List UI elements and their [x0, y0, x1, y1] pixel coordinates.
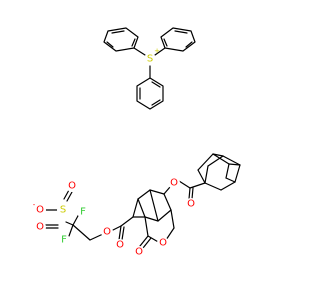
ester1-carbonyl-o: O [114, 239, 126, 251]
ester2-carbonyl-o: O [185, 198, 197, 210]
svg-text:O: O [116, 240, 124, 251]
lactone-carbonyl-o: O [133, 246, 145, 258]
svg-text:O: O [68, 181, 76, 192]
lactone-ring-o: O [157, 237, 169, 249]
ester2-carbonyl-bond-2 [191, 187, 194, 200]
sulfonium-symbol: S [147, 54, 153, 65]
ester2-o: O [168, 177, 180, 189]
ester2-c-to-adamantane-bond [189, 182, 206, 189]
svg-text:F: F [80, 207, 86, 218]
triphenylsulfonium-cation: S + [103, 27, 196, 110]
sulfonate-s: S [57, 204, 69, 216]
so3-double-bond-top-2 [66, 191, 73, 202]
cf2-to-ch2-bond [72, 224, 91, 241]
svg-text:O: O [36, 222, 44, 233]
ester1-o: O [101, 226, 113, 238]
s-to-right-ring-bond [154, 47, 166, 56]
svg-text:S: S [60, 205, 66, 216]
ester2-o-to-c-bond [178, 180, 191, 189]
ester1-c-to-cage-bond [120, 216, 134, 227]
structure-drawing: S + [33, 27, 241, 258]
ester1-carbonyl-bond [118, 225, 122, 241]
adamantane-cage [197, 153, 241, 191]
ester1-o-to-c-bond [112, 225, 122, 231]
ester1-carbonyl-bond-2 [121, 226, 125, 241]
cf2-to-f1-bond [72, 213, 80, 226]
svg-text:O: O [187, 199, 195, 210]
sulfonate-o-top: O [66, 180, 78, 192]
molecule-diagram: S + [33, 27, 241, 258]
s-to-cf2-bond [65, 221, 74, 226]
svg-text:-: - [33, 201, 36, 209]
sulfonate-ester-anion: O - O S O F F O O [33, 153, 241, 258]
sulfonium-atom: S + [144, 47, 160, 65]
phenyl-ring-right [160, 27, 196, 52]
svg-text:O: O [135, 247, 143, 258]
svg-text:F: F [61, 235, 67, 246]
svg-text:O: O [159, 238, 167, 249]
sulfonium-charge: + [154, 47, 160, 55]
fluorine-1: F [77, 206, 89, 218]
svg-text:O: O [36, 205, 44, 216]
cf2-to-f2-bond [68, 224, 74, 237]
svg-text:O: O [170, 178, 178, 189]
sulfonate-o-minus: O - [33, 201, 46, 216]
s-to-left-ring-bond [133, 47, 146, 56]
phenyl-ring-left [103, 27, 139, 52]
so3-double-bond-top [63, 189, 70, 200]
fluorine-2: F [58, 234, 70, 246]
ester2-carbonyl-bond [188, 187, 191, 200]
lactone-cage [132, 186, 175, 249]
svg-text:O: O [103, 227, 111, 238]
phenyl-ring-bottom [136, 77, 164, 110]
ch2-to-ester1-o-bond [89, 233, 104, 241]
sulfonate-o-bottom: O [34, 221, 46, 233]
